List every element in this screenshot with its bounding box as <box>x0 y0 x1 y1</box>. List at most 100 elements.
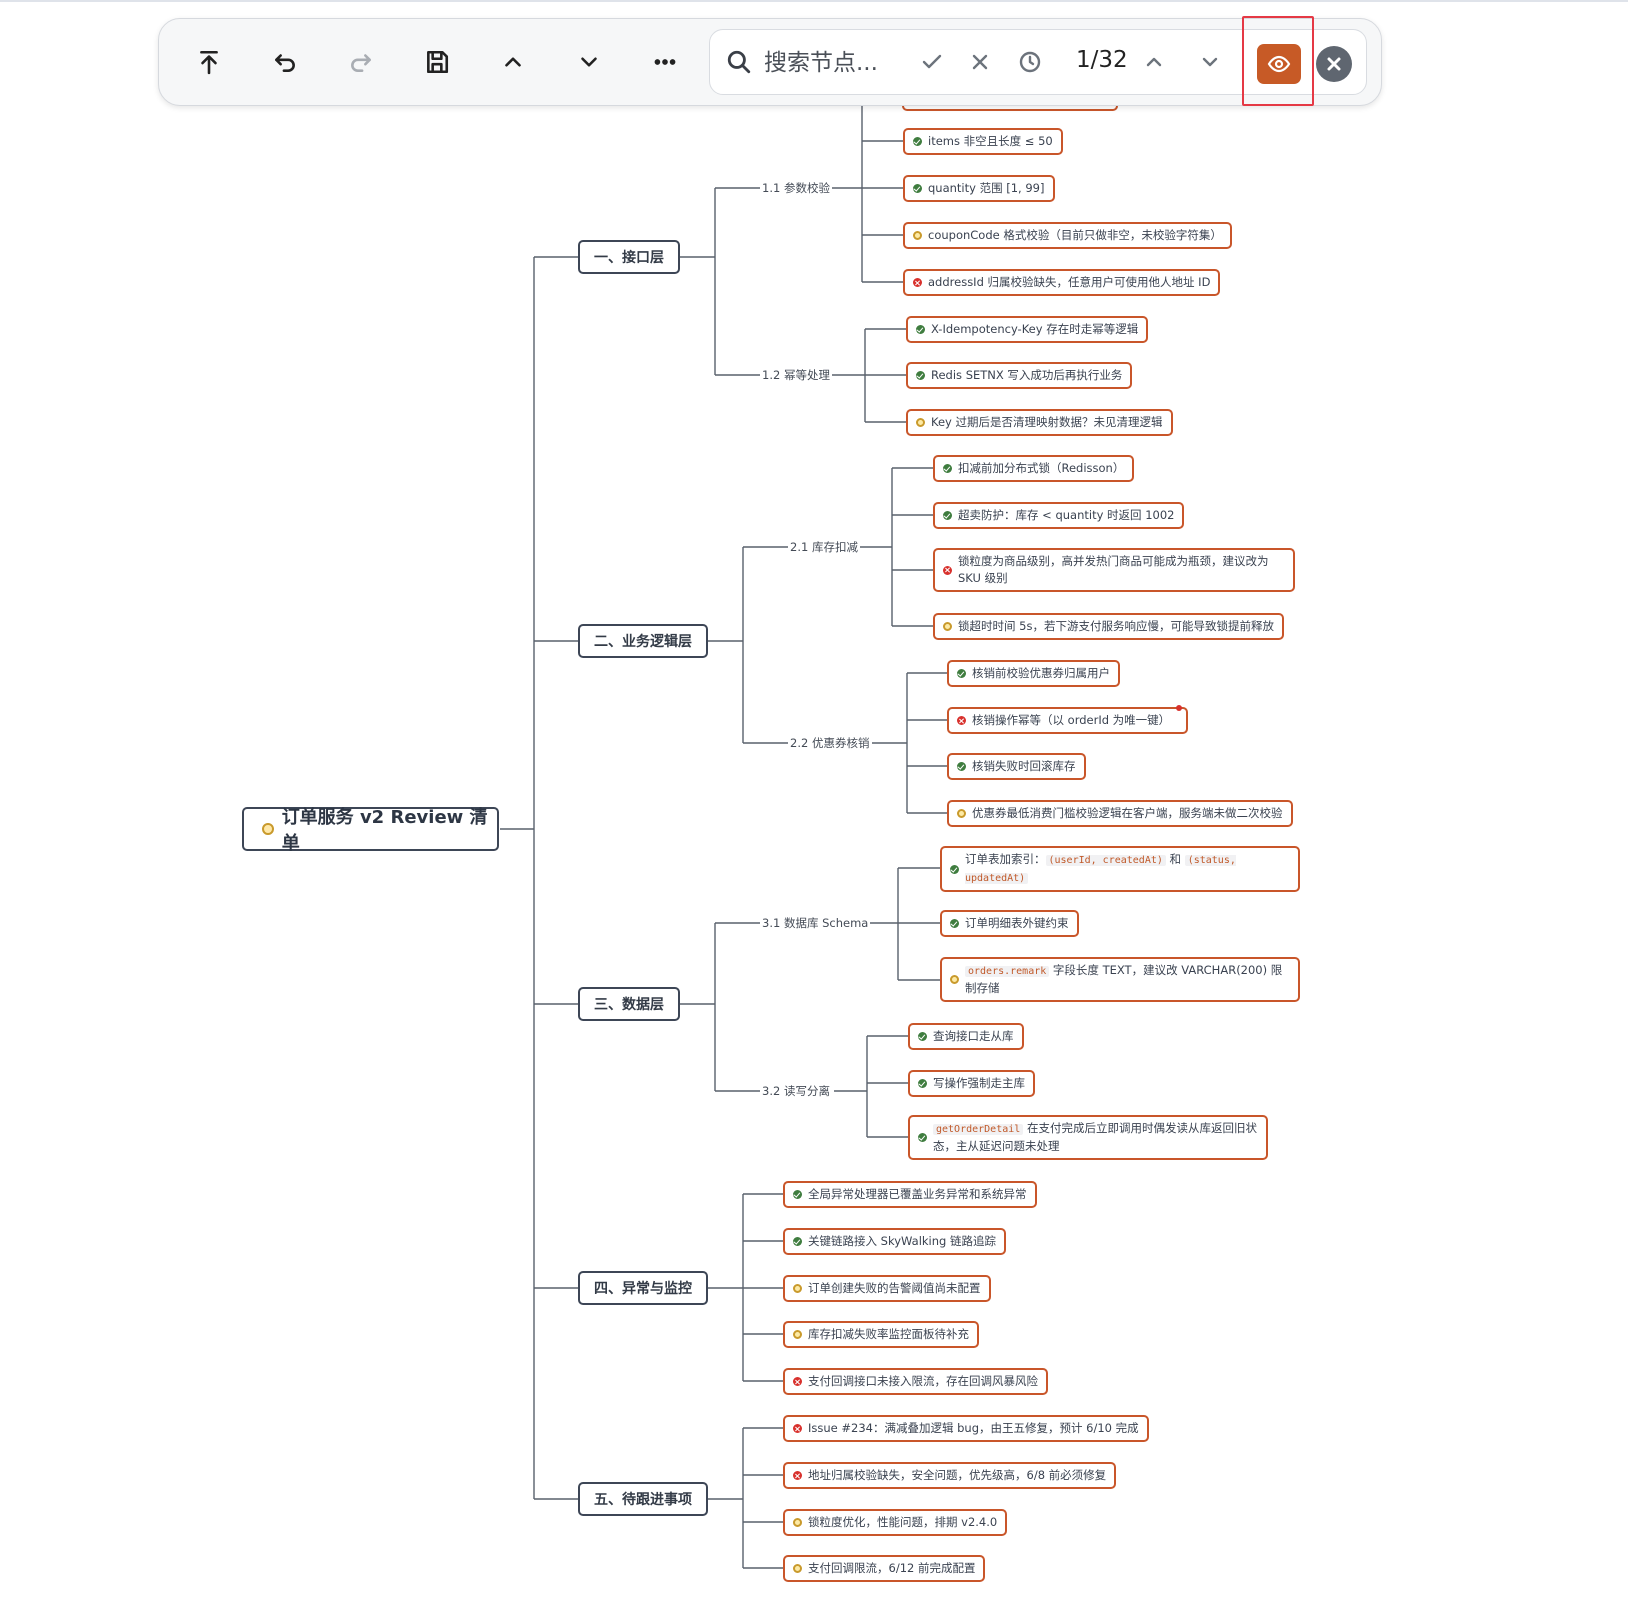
search-history-button[interactable] <box>1016 48 1044 76</box>
subtopic-node[interactable]: 2.1 库存扣减 <box>788 539 860 555</box>
redo-icon <box>351 54 371 72</box>
category-node[interactable]: 五、待跟进事项 <box>578 1482 708 1516</box>
leaf-node[interactable]: 支付回调接口未接入限流，存在回调风暴风险 <box>783 1368 1048 1395</box>
leaf-text: 地址归属校验缺失，安全问题，优先级高，6/8 前必须修复 <box>808 1468 1107 1482</box>
leaf-node[interactable]: 锁粒度为商品级别，高并发热门商品可能成为瓶颈，建议改为 SKU 级别 <box>933 548 1295 592</box>
leaf-node[interactable]: 写操作强制走主库 <box>908 1070 1035 1097</box>
status-ok-icon <box>918 1032 927 1041</box>
clock-icon <box>1019 51 1041 73</box>
highlight-annotation <box>1242 16 1314 106</box>
undo-icon <box>275 54 295 72</box>
status-warn-icon <box>793 1564 802 1573</box>
leaf-node[interactable]: X-Idempotency-Key 存在时走幂等逻辑 <box>906 316 1149 343</box>
leaf-text: 全局异常处理器已覆盖业务异常和系统异常 <box>808 1187 1027 1201</box>
leaf-node[interactable]: 核销失败时回滚库存 <box>947 753 1086 780</box>
scroll-to-top-button[interactable] <box>189 42 229 82</box>
inline-code: orders.remark <box>965 966 1050 977</box>
leaf-node[interactable]: 核销前校验优惠券归属用户 <box>947 660 1120 687</box>
redo-button[interactable] <box>341 42 381 82</box>
subtopic-node[interactable]: 3.2 读写分离 <box>760 1083 832 1099</box>
leaf-text: 锁粒度优化，性能问题，排期 v2.4.0 <box>808 1515 998 1529</box>
check-icon <box>922 54 942 69</box>
subtopic-node[interactable]: 2.2 优惠券核销 <box>788 735 872 751</box>
unread-dot <box>1176 705 1183 711</box>
search-result-counter: 1/32 <box>1076 47 1128 73</box>
status-error-icon <box>793 1377 802 1386</box>
expand-button[interactable] <box>569 42 609 82</box>
confirm-search-button[interactable] <box>918 48 946 76</box>
status-ok-icon <box>957 669 966 678</box>
save-button[interactable] <box>417 42 457 82</box>
leaf-node[interactable]: addressId 归属校验缺失，任意用户可使用他人地址 ID <box>903 269 1221 296</box>
toggle-visibility-button[interactable] <box>1257 44 1301 84</box>
leaf-node[interactable]: orders.remark 字段长度 TEXT，建议改 VARCHAR(200)… <box>940 957 1300 1002</box>
leaf-node[interactable]: 超卖防护：库存 < quantity 时返回 1002 <box>933 502 1185 529</box>
status-warn-icon <box>957 809 966 818</box>
leaf-node[interactable]: 订单创建失败的告警阈值尚未配置 <box>783 1275 991 1302</box>
status-warn-icon <box>916 418 925 427</box>
leaf-node[interactable]: 订单明细表外键约束 <box>940 910 1079 937</box>
search-icon <box>726 49 752 75</box>
inline-code: (userId, createdAt) <box>1045 855 1166 866</box>
leaf-node[interactable]: Key 过期后是否清理映射数据？未见清理逻辑 <box>906 409 1173 436</box>
category-node[interactable]: 四、异常与监控 <box>578 1271 708 1305</box>
collapse-button[interactable] <box>493 42 533 82</box>
root-node[interactable]: 订单服务 v2 Review 清单 <box>242 807 499 854</box>
chevron-down-icon <box>1202 57 1218 67</box>
next-result-button[interactable] <box>1196 48 1224 76</box>
leaf-text: 扣减前加分布式锁（Redisson） <box>958 461 1125 475</box>
status-ok-icon <box>918 1079 927 1088</box>
subtopic-node[interactable]: 3.1 数据库 Schema <box>760 915 871 931</box>
category-label: 一、接口层 <box>594 250 664 266</box>
category-node[interactable]: 二、业务逻辑层 <box>578 624 708 658</box>
leaf-node[interactable]: 锁超时时间 5s，若下游支付服务响应慢，可能导致锁提前释放 <box>933 613 1284 640</box>
leaf-node[interactable]: 核销操作幂等（以 orderId 为唯一键） <box>947 705 1189 734</box>
leaf-node[interactable]: Redis SETNX 写入成功后再执行业务 <box>906 362 1133 389</box>
leaf-node[interactable]: Issue #234：满减叠加逻辑 bug，由王五修复，预计 6/10 完成 <box>783 1415 1149 1442</box>
category-node[interactable]: 一、接口层 <box>578 240 680 274</box>
subtopic-node[interactable]: 1.2 幂等处理 <box>760 367 832 383</box>
save-icon <box>427 50 449 74</box>
prev-result-button[interactable] <box>1140 48 1168 76</box>
leaf-node[interactable]: 库存扣减失败率监控面板待补充 <box>783 1321 979 1348</box>
close-search-button[interactable] <box>1316 46 1352 82</box>
more-button[interactable] <box>645 42 685 82</box>
category-node[interactable]: 三、数据层 <box>578 987 680 1021</box>
leaf-node[interactable]: 订单表加索引：(userId, createdAt) 和 (status, up… <box>940 846 1300 892</box>
leaf-text: 支付回调接口未接入限流，存在回调风暴风险 <box>808 1374 1038 1388</box>
close-icon <box>972 54 988 70</box>
leaf-text: 核销前校验优惠券归属用户 <box>972 666 1110 680</box>
leaf-node[interactable]: quantity 范围 [1, 99] <box>903 175 1055 202</box>
status-ok-icon <box>913 184 922 193</box>
leaf-node[interactable]: 支付回调限流，6/12 前完成配置 <box>783 1555 986 1582</box>
subtopic-node[interactable]: 1.1 参数校验 <box>760 180 832 196</box>
inline-code: getOrderDetail <box>933 1124 1024 1135</box>
leaf-node[interactable]: 锁粒度优化，性能问题，排期 v2.4.0 <box>783 1509 1008 1536</box>
clear-search-button[interactable] <box>966 48 994 76</box>
leaf-text: Redis SETNX 写入成功后再执行业务 <box>931 368 1123 382</box>
leaf-text: couponCode 格式校验（目前只做非空，未校验字符集） <box>928 228 1222 242</box>
leaf-node[interactable]: 关键链路接入 SkyWalking 链路追踪 <box>783 1228 1006 1255</box>
status-warn-icon <box>913 231 922 240</box>
leaf-text-part: 在支付完成后立即调用时偶发读从库返回旧状态，主从延迟问题未处理 <box>933 1121 1257 1153</box>
leaf-node[interactable]: getOrderDetail 在支付完成后立即调用时偶发读从库返回旧状态，主从延… <box>908 1115 1268 1160</box>
undo-button[interactable] <box>265 42 305 82</box>
status-ok-icon <box>943 511 952 520</box>
search-input[interactable] <box>762 42 916 84</box>
leaf-node[interactable]: 扣减前加分布式锁（Redisson） <box>933 455 1135 482</box>
root-node-label: 订单服务 v2 Review 清单 <box>281 807 488 854</box>
leaf-node[interactable]: items 非空且长度 ≤ 50 <box>903 128 1063 155</box>
leaf-node[interactable]: 优惠券最低消费门槛校验逻辑在客户端，服务端未做二次校验 <box>947 800 1293 827</box>
leaf-node[interactable]: couponCode 格式校验（目前只做非空，未校验字符集） <box>903 222 1232 249</box>
top-border <box>0 0 1628 2</box>
mindmap-toolbar: 1/32 <box>158 16 1382 106</box>
status-warn-icon <box>943 622 952 631</box>
status-error-icon <box>957 716 966 725</box>
leaf-node[interactable]: 地址归属校验缺失，安全问题，优先级高，6/8 前必须修复 <box>783 1462 1117 1489</box>
leaf-text: 支付回调限流，6/12 前完成配置 <box>808 1561 976 1575</box>
leaf-node[interactable]: 查询接口走从库 <box>908 1023 1024 1050</box>
status-warn-icon <box>793 1518 802 1527</box>
leaf-node[interactable]: 全局异常处理器已覆盖业务异常和系统异常 <box>783 1181 1037 1208</box>
chevron-up-icon <box>505 57 521 67</box>
